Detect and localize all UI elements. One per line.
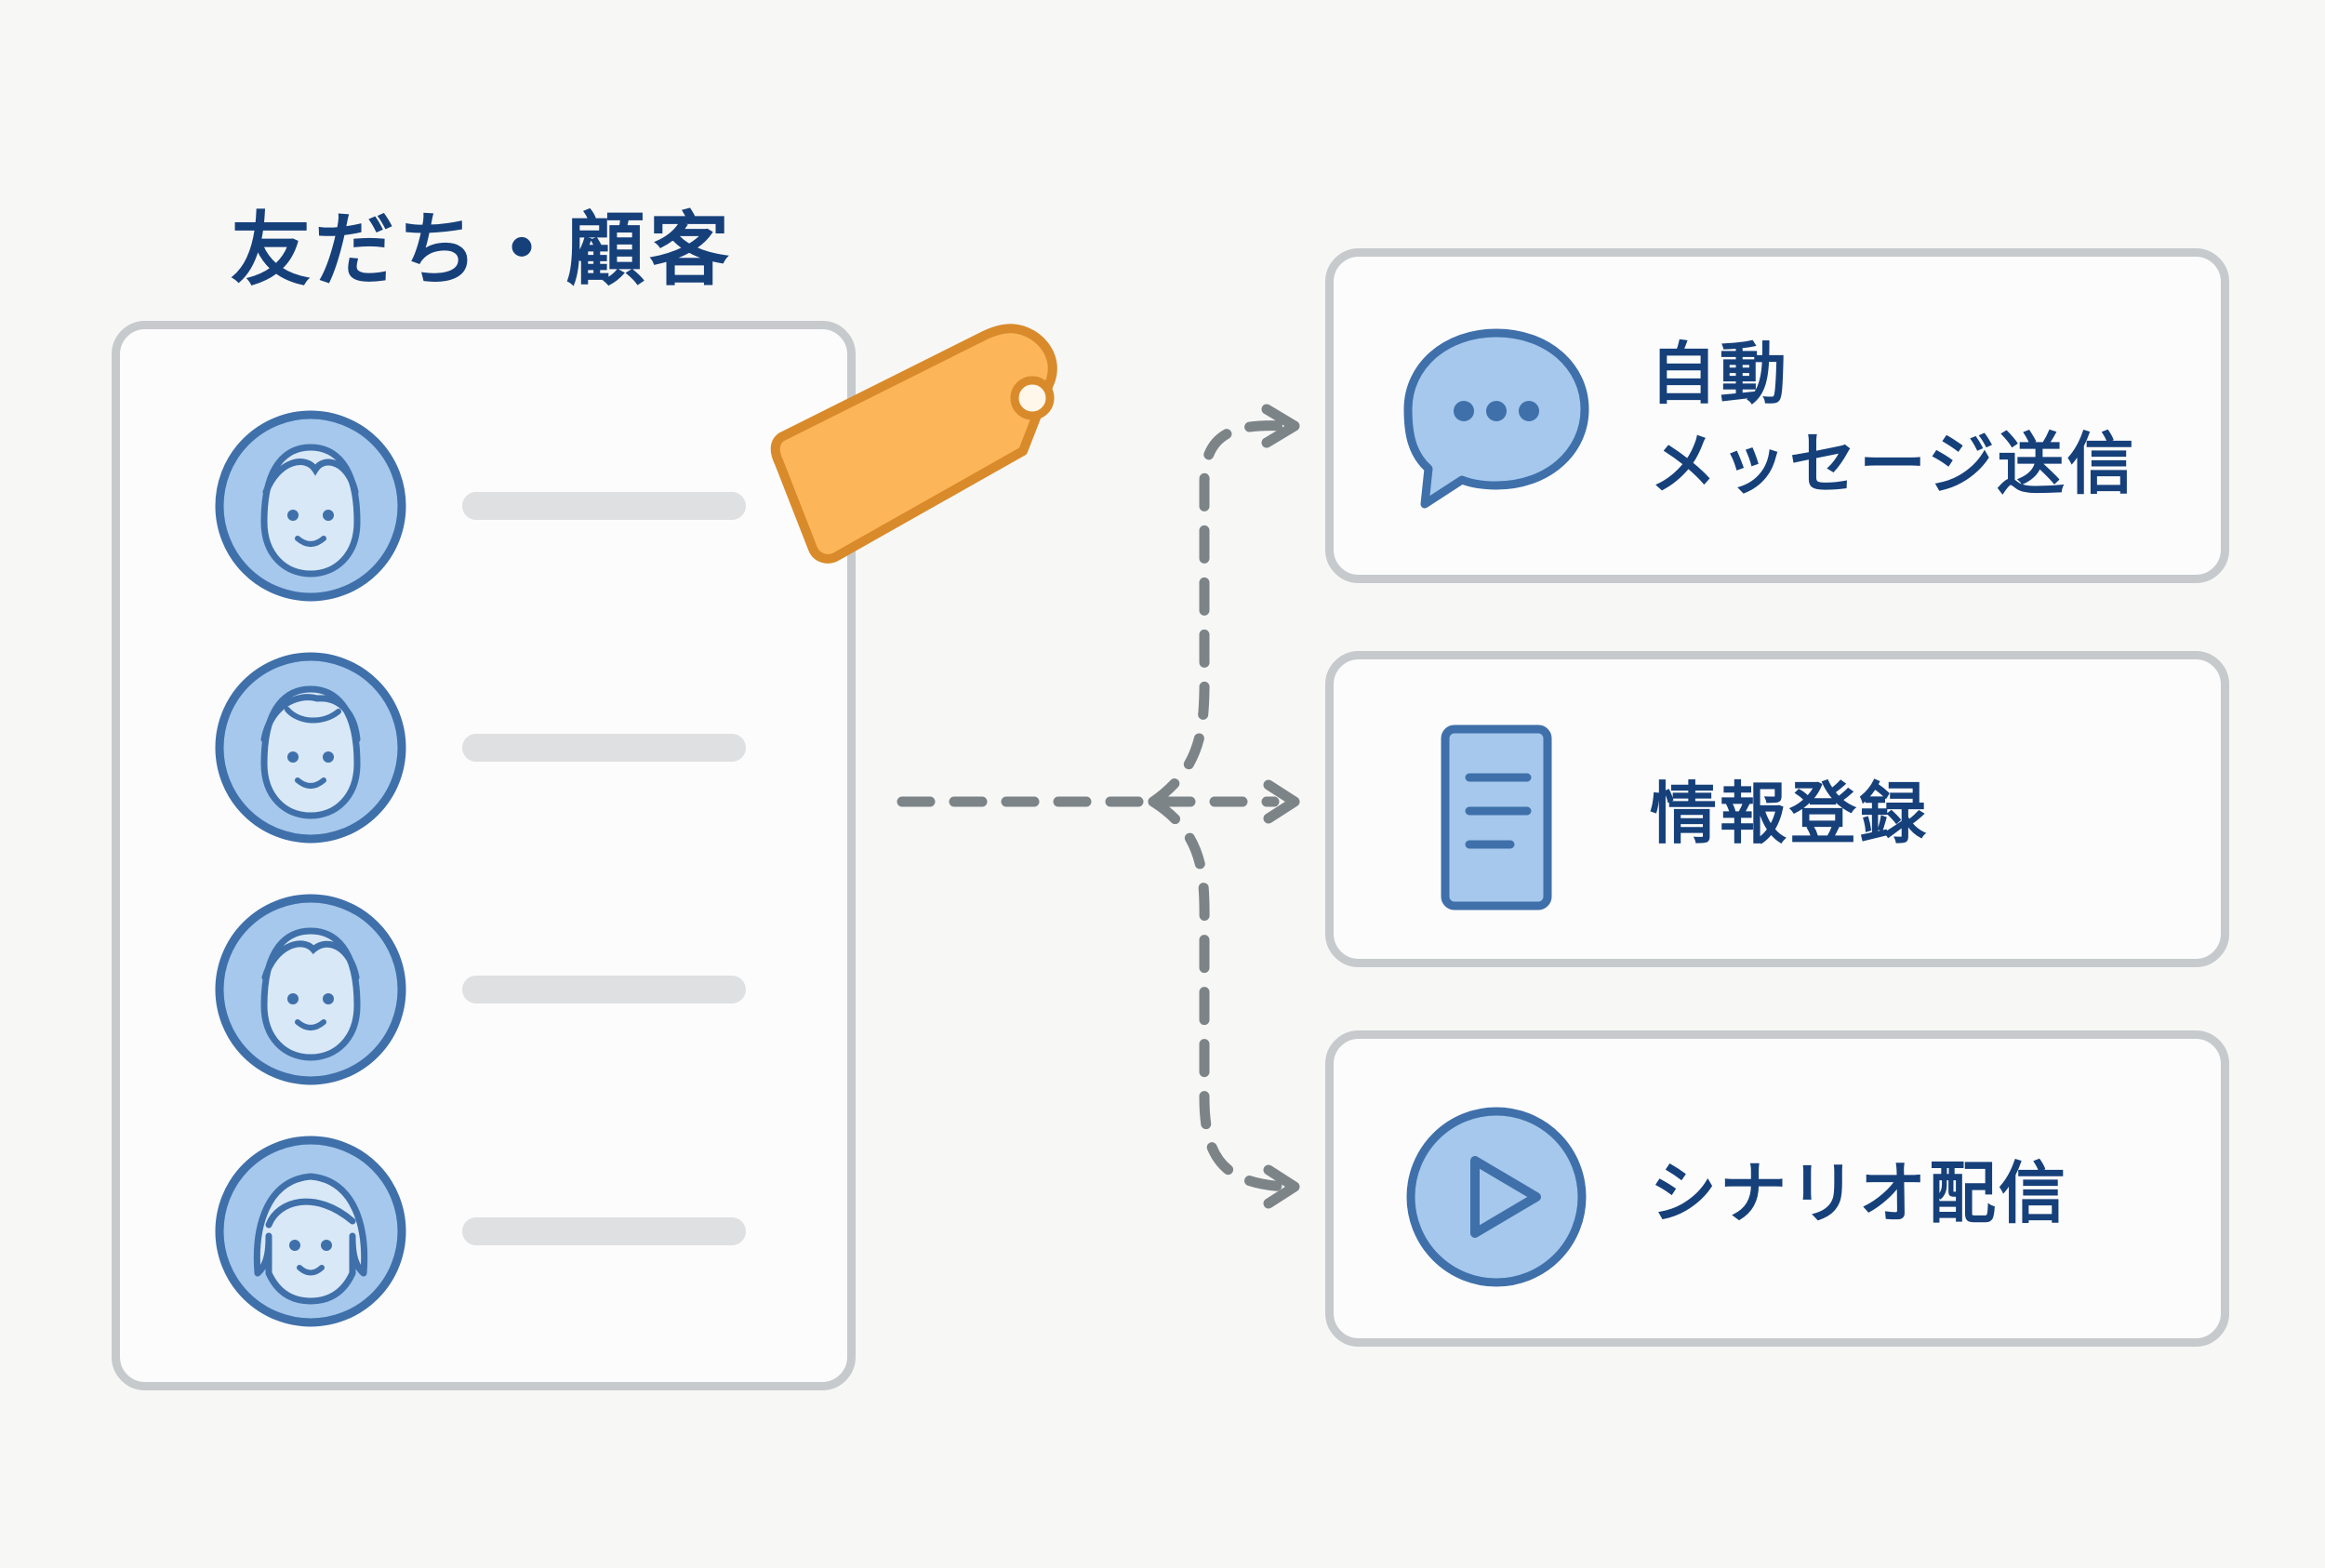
person-face-icon — [213, 1134, 408, 1329]
placeholder-line — [462, 1217, 746, 1245]
placeholder-line — [462, 492, 746, 520]
person-face-icon — [213, 892, 408, 1087]
speech-bubble-icon — [1389, 312, 1603, 526]
action-label: 情報登録 — [1650, 775, 1930, 853]
friend-list-panel — [112, 321, 856, 1390]
list-item[interactable] — [213, 1134, 771, 1329]
placeholder-line — [462, 734, 746, 762]
action-card-scenario-delivery[interactable]: シナリオ配信 — [1325, 1030, 2229, 1347]
list-item[interactable] — [213, 408, 771, 604]
action-label: シナリオ配信 — [1650, 1154, 2069, 1232]
person-face-icon — [213, 650, 408, 845]
document-icon — [1389, 711, 1603, 924]
action-label: 自動 メッセージ送信 — [1650, 335, 2137, 504]
action-card-info-registration[interactable]: 情報登録 — [1325, 651, 2229, 967]
person-face-icon — [213, 408, 408, 604]
list-item[interactable] — [213, 650, 771, 845]
tag-icon[interactable] — [763, 307, 1135, 614]
page-title: 友だち・顧客 — [231, 204, 733, 297]
list-item[interactable] — [213, 892, 771, 1087]
placeholder-line — [462, 976, 746, 1003]
action-card-auto-message[interactable]: 自動 メッセージ送信 — [1325, 248, 2229, 583]
play-icon — [1389, 1090, 1603, 1304]
